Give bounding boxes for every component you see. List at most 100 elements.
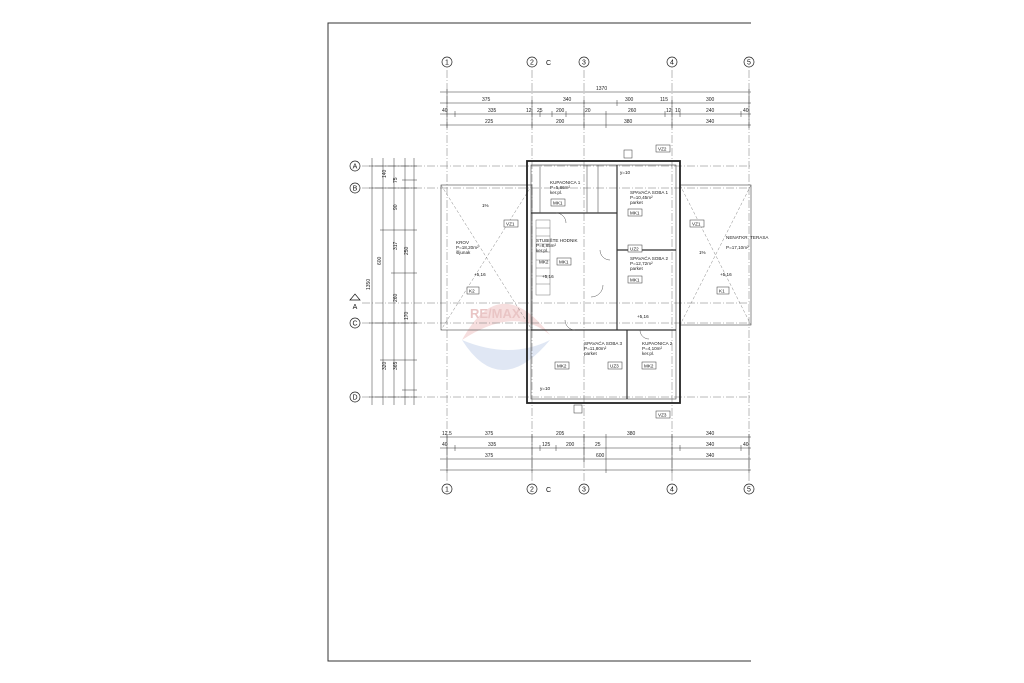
tag-vz2: VZ2 bbox=[658, 147, 667, 152]
dim-bottom-r2-5: 25 bbox=[595, 442, 601, 448]
dim-top-r1-2: 340 bbox=[563, 97, 572, 103]
tag-boxes bbox=[466, 144, 730, 419]
axis-label-top-3: 3 bbox=[582, 60, 586, 67]
axis-label-left-c: C bbox=[352, 321, 357, 328]
dim-top-r3-4: 340 bbox=[706, 119, 715, 125]
room-name-terasa: NENATKR. TERASA bbox=[726, 235, 769, 240]
dimension-lines-left bbox=[371, 158, 415, 405]
dim-bottom-r1-2: 375 bbox=[485, 431, 494, 437]
section-mark-top-c: C bbox=[546, 60, 551, 67]
dimension-ticks-top bbox=[446, 89, 750, 128]
axis-label-left-b: B bbox=[353, 186, 358, 193]
level-hodnik: +5,16 bbox=[542, 274, 554, 279]
dimension-lines-top bbox=[440, 91, 751, 126]
room-area-krov: P=18,20m² bbox=[456, 245, 479, 250]
tag-k1: K1 bbox=[719, 289, 725, 294]
dim-bottom-r1-5: 340 bbox=[706, 431, 715, 437]
tag-labels: MK1 MK1 MK1 MK1 MK2 MK2 MK2 K2 K1 VZ1 VZ… bbox=[469, 147, 725, 418]
axis-label-bottom-1: 1 bbox=[445, 487, 449, 494]
dim-left-11: 600 bbox=[377, 256, 383, 265]
room-floor-krov: šljunak bbox=[456, 250, 471, 255]
dim-bottom-r1-4: 380 bbox=[627, 431, 636, 437]
axis-label-left-d: D bbox=[352, 395, 357, 402]
dim-top-r2-11: 40 bbox=[743, 108, 749, 114]
axis-label-bottom-3: 3 bbox=[582, 487, 586, 494]
dim-bottom-r2-1: 40 bbox=[442, 442, 448, 448]
dim-top-r3-2: 200 bbox=[556, 119, 565, 125]
tag-uz2: UZ2 bbox=[630, 247, 639, 252]
slope-left: 1% bbox=[482, 203, 489, 208]
room-area-terasa: P=17,10m² bbox=[726, 245, 749, 250]
dim-bottom-r2-3: 125 bbox=[542, 442, 551, 448]
dim-bottom-r2-4: 200 bbox=[566, 442, 575, 448]
dim-top-r2-3: 12 bbox=[526, 108, 532, 114]
dim-top-r3-1: 225 bbox=[485, 119, 494, 125]
page-border bbox=[327, 22, 751, 662]
dim-left-overall: 1350 bbox=[366, 279, 372, 290]
dim-top-r2-8: 12 bbox=[666, 108, 672, 114]
dim-top-r2-1: 40 bbox=[442, 108, 448, 114]
terrace-right-outline bbox=[679, 184, 752, 326]
dim-top-r2-6: 20 bbox=[585, 108, 591, 114]
tag-mk2-c: MK2 bbox=[539, 260, 549, 265]
dim-bottom-r2-6: 340 bbox=[706, 442, 715, 448]
dim-bottom-r2-7: 40 bbox=[743, 442, 749, 448]
room-area-stubiste: P=8,85m² bbox=[536, 243, 557, 248]
window-markers bbox=[573, 149, 633, 414]
axis-bubbles-left bbox=[349, 160, 361, 403]
dim-left-3: 90 bbox=[393, 204, 399, 210]
section-arrow-a bbox=[349, 293, 361, 301]
dim-left-7: 170 bbox=[404, 311, 410, 320]
door-swings bbox=[555, 212, 650, 340]
room-floor-spavaca-2: parket bbox=[630, 266, 643, 271]
level-marks: +5,16 +5,16 +5,16 +5,16 y=10 y=10 bbox=[474, 170, 732, 391]
axis-label-top-5: 5 bbox=[747, 60, 751, 67]
level-terasa: +5,16 bbox=[720, 272, 732, 277]
room-name-spavaca-2: SPAVAĆA SOBA 2 bbox=[630, 255, 668, 261]
slope-label-bottom: y=10 bbox=[540, 386, 551, 391]
dim-bottom-r1-1: 12.5 bbox=[442, 431, 452, 437]
dim-left-8: 365 bbox=[393, 361, 399, 370]
dim-bottom-r3-1: 375 bbox=[485, 453, 494, 459]
room-name-kupaonica-1: KUPAONICA 1 bbox=[550, 180, 581, 185]
dim-top-r2-2: 335 bbox=[488, 108, 497, 114]
room-area-spavaca-3: P=11,80m² bbox=[584, 346, 607, 351]
dimension-text-left: 140 75 90 317 250 260 170 365 320 1350 6… bbox=[366, 169, 410, 370]
dim-top-r1-3: 300 bbox=[625, 97, 634, 103]
room-area-kupaonica-1: P=5,86m² bbox=[550, 185, 571, 190]
section-mark-bottom-c: C bbox=[546, 487, 551, 494]
room-area-spavaca-1: P=10,45m² bbox=[630, 195, 653, 200]
watermark-text: RE/MAX bbox=[470, 306, 521, 321]
level-spavaca: +5,16 bbox=[637, 314, 649, 319]
dim-top-r2-10: 240 bbox=[706, 108, 715, 114]
room-floor-spavaca-3: parket bbox=[584, 351, 597, 356]
tag-mk2-b: MK2 bbox=[644, 364, 654, 369]
tag-vz1-right: VZ1 bbox=[692, 222, 701, 227]
building-walls bbox=[526, 160, 681, 404]
dim-top-r1-4: 115 bbox=[660, 97, 668, 103]
room-floor-stubiste: ker.pl. bbox=[536, 248, 548, 253]
dim-overall-top: 1370 bbox=[596, 86, 607, 92]
dimension-ticks-left bbox=[369, 165, 417, 398]
room-name-spavaca-1: SPAVAĆA SOBA 1 bbox=[630, 189, 668, 195]
tag-mk1-c: MK1 bbox=[559, 260, 569, 265]
room-name-krov: KROV bbox=[456, 240, 470, 245]
roof-left-outline bbox=[440, 184, 533, 331]
tag-mk1-a: MK1 bbox=[553, 201, 563, 206]
tag-vz1-left: VZ1 bbox=[506, 222, 515, 227]
room-floor-kupaonica-1: ker.pl. bbox=[550, 190, 562, 195]
slope-right: 1% bbox=[699, 250, 706, 255]
stairs bbox=[535, 219, 551, 296]
axis-label-bottom-5: 5 bbox=[747, 487, 751, 494]
dim-left-6: 260 bbox=[393, 293, 399, 302]
axis-bubbles-top bbox=[441, 56, 755, 68]
axis-label-top-1: 1 bbox=[445, 60, 449, 67]
axis-label-bottom-4: 4 bbox=[670, 487, 674, 494]
room-name-stubiste: STUBIŠTE HODNIK bbox=[536, 237, 579, 243]
dim-left-5: 250 bbox=[404, 246, 410, 255]
axis-label-bottom-2: 2 bbox=[530, 487, 534, 494]
room-floor-kupaonica-2: ker.pl. bbox=[642, 351, 654, 356]
dim-bottom-r3-3: 340 bbox=[706, 453, 715, 459]
terrace-right-slope-lines bbox=[679, 184, 752, 326]
